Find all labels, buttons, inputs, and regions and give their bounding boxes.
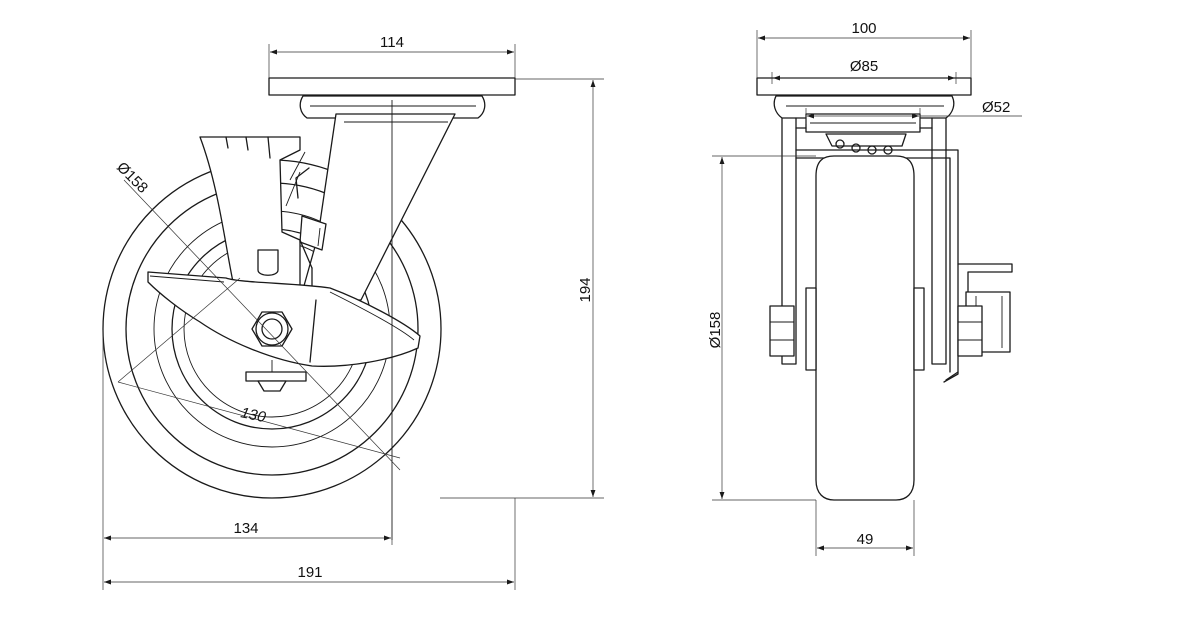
side-plate-width-label: 114 xyxy=(380,34,404,51)
front-plate-width-label: 100 xyxy=(851,20,876,37)
side-top-plate xyxy=(268,77,516,119)
side-hub-diameter-label: 130 xyxy=(239,404,268,426)
front-view: 100 Ø85 Ø52 Ø158 49 xyxy=(707,20,1022,556)
front-wheel-diameter-label: Ø158 xyxy=(707,312,724,349)
side-view: 114 Ø158 130 194 134 191 xyxy=(102,34,604,590)
side-lower-bolt xyxy=(245,360,307,392)
front-top-plate xyxy=(756,77,972,119)
front-axle-nuts xyxy=(769,305,983,357)
front-hole-spacing-label: Ø85 xyxy=(850,58,878,75)
side-hub-diameter-line xyxy=(117,381,401,459)
side-wheel-diameter-label: Ø158 xyxy=(113,159,151,197)
side-offset-label: 134 xyxy=(233,520,258,537)
front-wheel-width-label: 49 xyxy=(857,531,874,548)
side-overall-width-label: 191 xyxy=(297,564,322,581)
side-brake-bracket xyxy=(199,136,327,297)
side-height-label: 194 xyxy=(577,277,594,302)
front-kingpin-diameter-label: Ø52 xyxy=(982,99,1010,116)
front-wheel xyxy=(805,155,925,501)
front-kingpin xyxy=(805,113,921,155)
side-wheel-diameter-line xyxy=(123,179,401,471)
